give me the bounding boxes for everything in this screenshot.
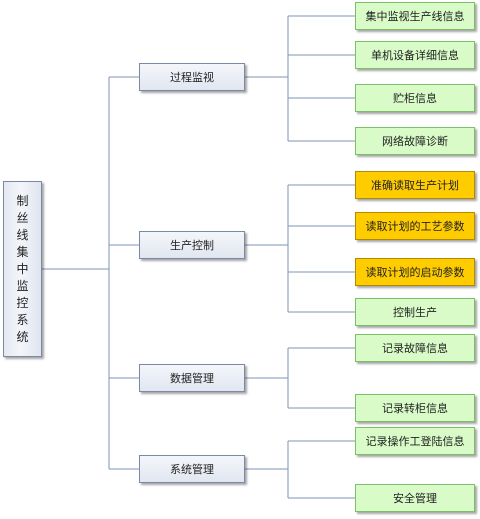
root-char-5: 中 xyxy=(16,261,29,276)
leaf-label: 读取计划的工艺参数 xyxy=(365,220,465,233)
leaf-label: 准确读取生产计划 xyxy=(371,179,459,192)
leaf-node: 记录转柜信息 xyxy=(355,394,475,422)
leaf-label: 控制生产 xyxy=(393,306,437,319)
leaf-label: 单机设备详细信息 xyxy=(371,49,459,62)
root-char-3: 线 xyxy=(16,227,29,242)
leaf-label: 记录转柜信息 xyxy=(382,402,448,415)
leaf-node: 网络故障诊断 xyxy=(355,127,475,155)
leaf-node: 集中监视生产线信息 xyxy=(355,2,475,30)
leaf-label: 读取计划的启动参数 xyxy=(365,266,465,279)
branch-node-system-management: 系统管理 xyxy=(139,455,245,483)
leaf-node: 控制生产 xyxy=(355,298,475,326)
branch-label: 系统管理 xyxy=(170,463,214,476)
branch-label: 数据管理 xyxy=(170,372,214,385)
leaf-label: 安全管理 xyxy=(393,492,437,505)
root-char-6: 监 xyxy=(16,278,29,293)
leaf-node-highlighted: 读取计划的工艺参数 xyxy=(355,212,475,240)
leaf-node-highlighted: 准确读取生产计划 xyxy=(355,171,475,199)
branch-node-production-control: 生产控制 xyxy=(139,231,245,259)
leaf-node: 贮柜信息 xyxy=(355,84,475,112)
branch-label: 过程监视 xyxy=(170,71,214,84)
branch-label: 生产控制 xyxy=(170,239,214,252)
leaf-node-highlighted: 读取计划的启动参数 xyxy=(355,258,475,286)
leaf-node: 单机设备详细信息 xyxy=(355,41,475,69)
leaf-node: 安全管理 xyxy=(355,484,475,512)
branch-node-data-management: 数据管理 xyxy=(139,364,245,392)
root-char-2: 丝 xyxy=(16,210,29,225)
leaf-label: 集中监视生产线信息 xyxy=(365,10,465,23)
leaf-node: 记录操作工登陆信息 xyxy=(355,427,475,455)
leaf-label: 网络故障诊断 xyxy=(382,135,448,148)
root-node: 制 丝 线 集 中 监 控 系 统 xyxy=(3,181,42,357)
root-char-8: 系 xyxy=(16,312,29,327)
root-char-9: 统 xyxy=(16,329,29,344)
root-char-1: 制 xyxy=(16,193,29,208)
root-char-7: 控 xyxy=(16,295,29,310)
leaf-label: 贮柜信息 xyxy=(393,92,437,105)
root-char-4: 集 xyxy=(16,244,29,259)
leaf-label: 记录故障信息 xyxy=(382,342,448,355)
leaf-label: 记录操作工登陆信息 xyxy=(365,435,465,448)
branch-node-process-monitoring: 过程监视 xyxy=(139,63,245,91)
leaf-node: 记录故障信息 xyxy=(355,334,475,362)
